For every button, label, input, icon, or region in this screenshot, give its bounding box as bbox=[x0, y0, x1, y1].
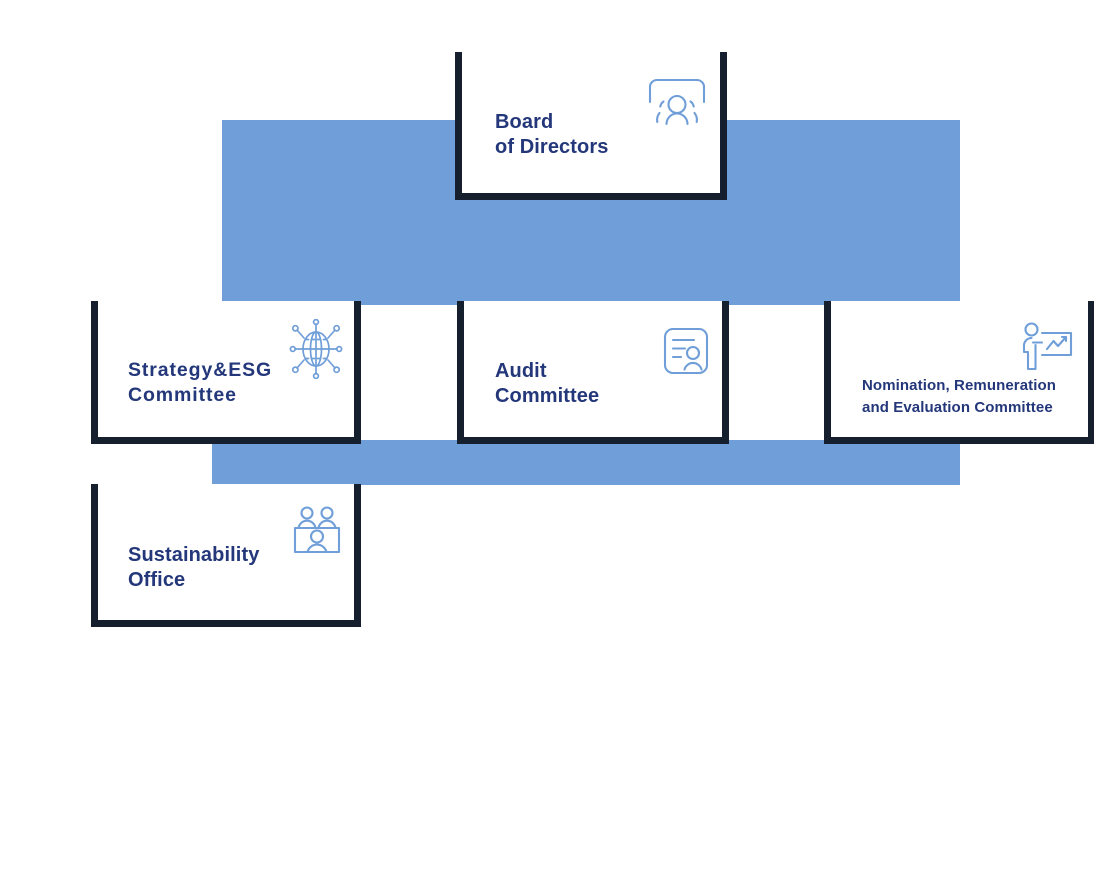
card-surface bbox=[462, 52, 720, 193]
node-label: Sustainability Office bbox=[128, 544, 260, 592]
node-nomination-remuneration-evaluation-committee[interactable]: Nomination, Remuneration and Evaluation … bbox=[824, 301, 1094, 444]
node-label: Strategy&ESG Committee bbox=[128, 359, 273, 406]
node-sustainability-office[interactable]: Sustainability Office bbox=[91, 484, 361, 627]
node-label: Board of Directors bbox=[495, 111, 609, 159]
connector-committees-lower-bar bbox=[212, 440, 960, 485]
profile-card-icon bbox=[659, 323, 713, 379]
node-strategy-esg-committee[interactable]: Strategy&ESG Committee bbox=[91, 301, 361, 444]
globe-network-icon bbox=[288, 319, 344, 379]
people-group-icon bbox=[646, 76, 708, 132]
card-surface bbox=[464, 301, 722, 437]
node-audit-committee[interactable]: Audit Committee bbox=[457, 301, 729, 444]
connector-strategy-to-sustainability bbox=[225, 440, 238, 472]
node-board-of-directors[interactable]: Board of Directors bbox=[455, 52, 727, 200]
card-surface bbox=[831, 301, 1088, 437]
node-label: Audit Committee bbox=[495, 360, 600, 408]
team-panel-icon bbox=[290, 505, 344, 559]
node-label: Nomination, Remuneration and Evaluation … bbox=[862, 377, 1057, 416]
presenter-chart-icon bbox=[1018, 321, 1076, 373]
card-surface bbox=[98, 301, 354, 437]
